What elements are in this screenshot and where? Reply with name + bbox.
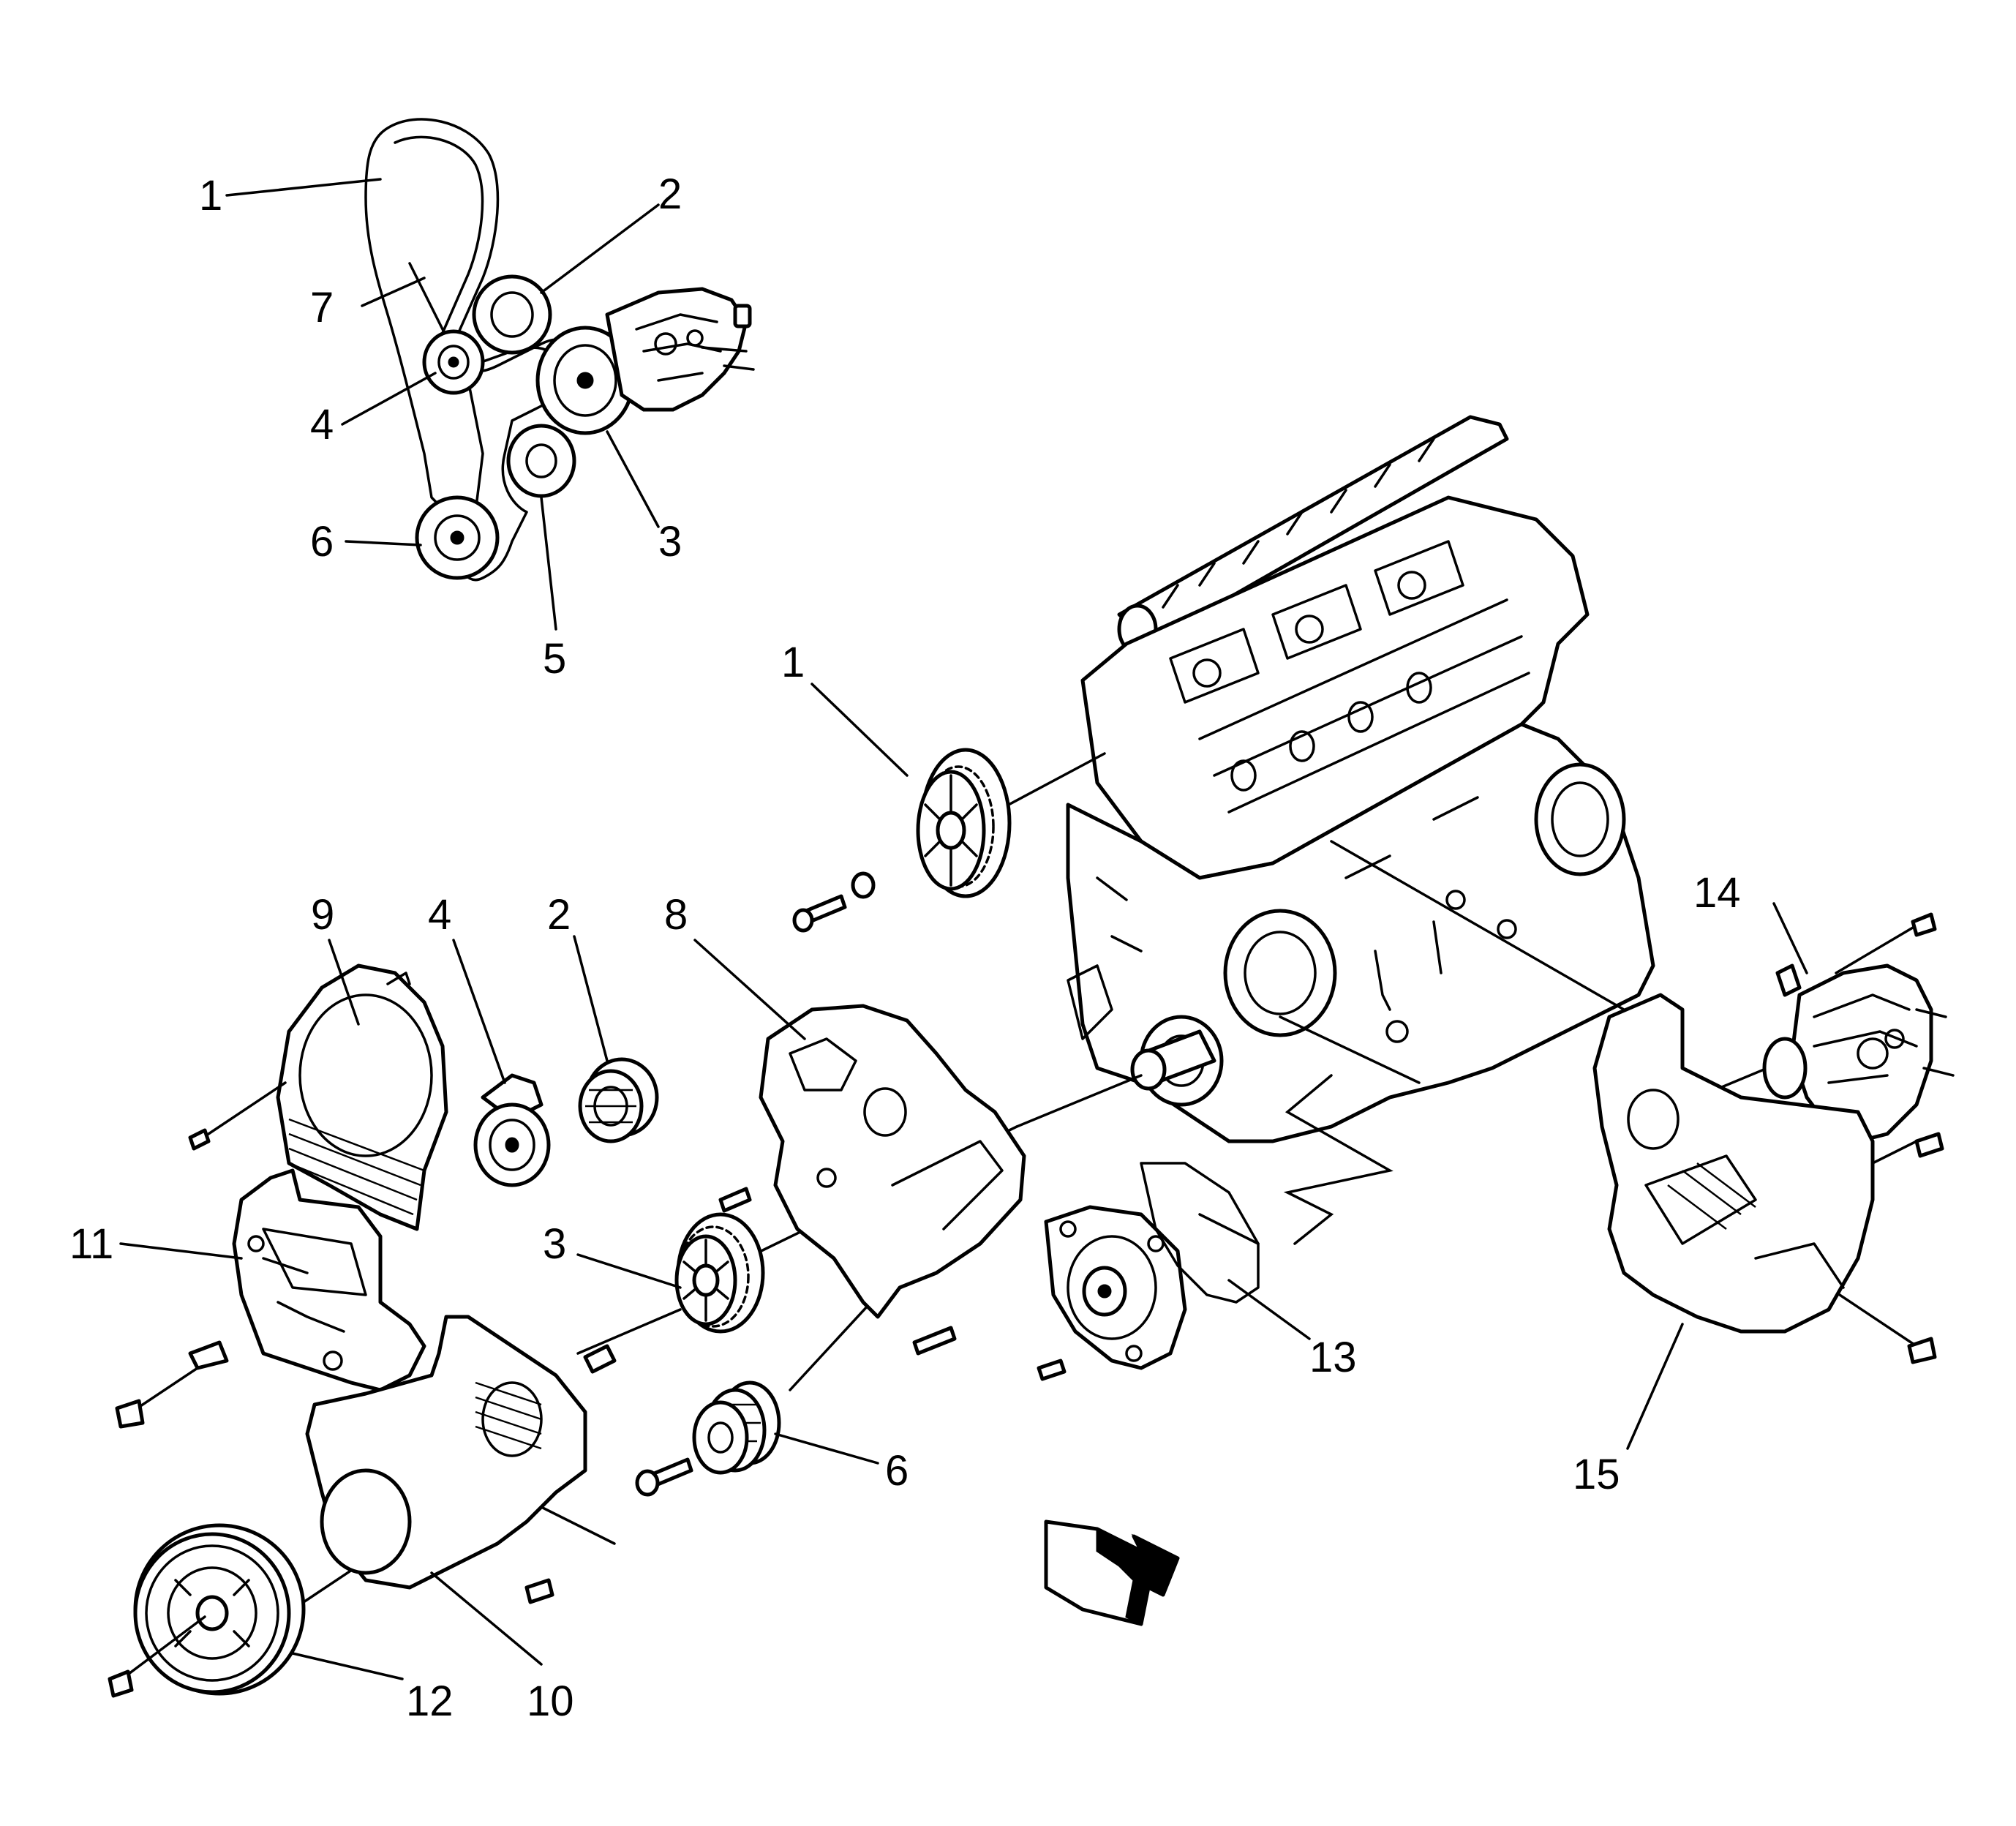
callout-main-6: 6 (885, 1447, 909, 1495)
callout-main-2: 2 (547, 891, 571, 939)
view-direction-arrow-icon (1044, 1519, 1180, 1626)
main-callouts: 1 9 4 2 8 14 11 3 13 6 15 12 10 (69, 639, 1741, 1725)
crank-sprocket-inset (415, 495, 500, 580)
engine-mount-bracket (115, 1168, 426, 1429)
callout-main-10: 10 (527, 1677, 574, 1725)
crankshaft-pulley (108, 1523, 306, 1698)
lower-idler-inset (506, 424, 576, 498)
inset-leaders (225, 178, 660, 631)
callout-main-1: 1 (781, 639, 805, 686)
crankshaft-nose (1130, 1029, 1216, 1091)
engine-block (1066, 415, 1655, 1143)
upper-timing-cover (188, 963, 448, 1231)
water-pump (912, 1162, 1260, 1381)
pump-sprocket (583, 1212, 765, 1374)
callout-main-3: 3 (543, 1220, 566, 1268)
callout-inset-6: 6 (310, 518, 334, 566)
oil-seal-carrier (1067, 964, 1113, 1040)
callout-main-12: 12 (406, 1677, 454, 1725)
valve-train (1169, 540, 1530, 814)
tensioner-pulley (473, 1073, 551, 1187)
inset-callouts: 1 2 7 4 6 3 5 (199, 170, 682, 683)
callout-main-15: 15 (1573, 1451, 1620, 1498)
pump-housing-cover (1592, 993, 1937, 1364)
callout-inset-1: 1 (199, 172, 222, 219)
callout-inset-4: 4 (310, 401, 334, 448)
crankshaft-sprocket (635, 1380, 781, 1497)
idler-pulley-inset (472, 274, 552, 355)
callout-inset-2: 2 (658, 170, 682, 218)
callout-main-11: 11 (69, 1220, 113, 1268)
callout-inset-5: 5 (543, 635, 566, 683)
main-leaders (119, 683, 1808, 1680)
injection-pump (1762, 912, 1955, 1158)
callout-main-8: 8 (664, 891, 688, 939)
callout-main-9: 9 (311, 891, 334, 939)
rear-timing-cover (718, 1004, 1026, 1319)
callout-inset-7: 7 (310, 284, 334, 331)
callout-main-4: 4 (428, 891, 451, 939)
tensioner-inset (422, 329, 485, 395)
callout-main-13: 13 (1309, 1334, 1357, 1381)
callout-inset-3: 3 (658, 518, 682, 566)
callout-main-14: 14 (1693, 869, 1741, 917)
injection-pump-inset (605, 287, 755, 412)
lower-timing-cover (305, 1315, 587, 1604)
idler-pulley (578, 1057, 659, 1143)
belt-routing-inset (364, 118, 755, 582)
camshaft-sprocket (792, 748, 1012, 933)
timing-belt-outer (364, 118, 579, 582)
